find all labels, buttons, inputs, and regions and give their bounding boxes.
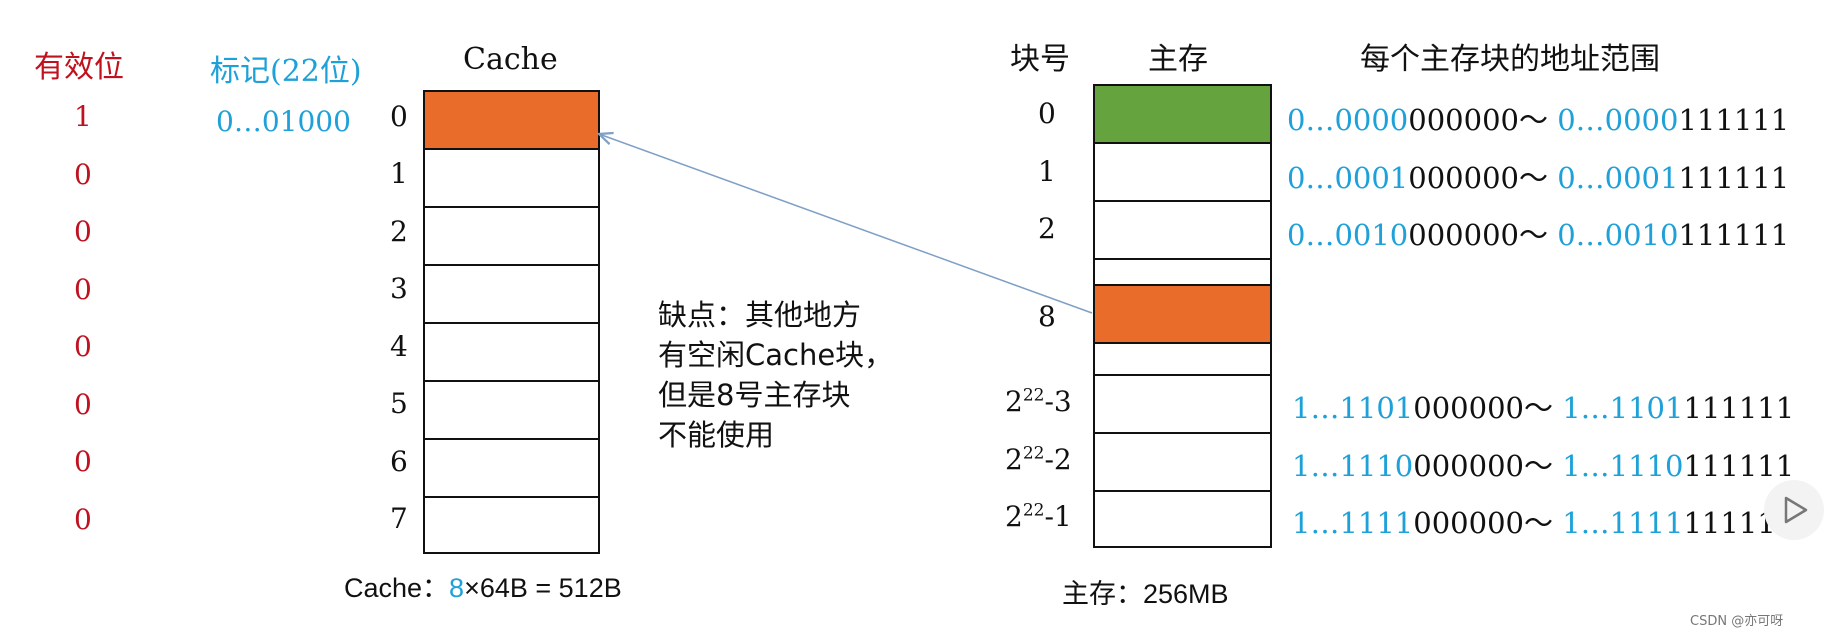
mem-block [1093, 142, 1272, 202]
tag-value: 0…01000 [216, 105, 351, 138]
address-range: 0…0001000000～ 0…0001111111 [1287, 161, 1790, 195]
cache-size-caption: Cache：8×64B = 512B [344, 573, 622, 603]
address-range: 0…0000000000～ 0…0000111111 [1287, 103, 1790, 137]
note-line: 缺点：其他地方 [658, 298, 862, 332]
valid-bit: 0 [74, 273, 92, 306]
valid-bit: 0 [74, 445, 92, 478]
mem-block-label: 0 [1038, 97, 1056, 130]
block-number-header: 块号 [1010, 42, 1070, 77]
mem-block-0 [1093, 84, 1272, 144]
mem-block-gap [1093, 258, 1272, 286]
cache-line [423, 380, 600, 440]
cache-line-number: 7 [390, 502, 408, 535]
cache-line-number: 5 [390, 387, 408, 420]
valid-bit-header: 有效位 [34, 50, 124, 85]
address-range-header: 每个主存块的地址范围 [1360, 42, 1660, 77]
valid-bit: 1 [74, 100, 92, 133]
main-memory-size-caption: 主存：256MB [1062, 579, 1229, 609]
watermark: CSDN @亦可呀 [1690, 614, 1784, 629]
address-range: 1…1101000000～ 1…1101111111 [1292, 391, 1795, 425]
mem-block-label: 222-3 [1005, 385, 1072, 418]
cache-line-number: 0 [390, 100, 408, 133]
cache-line [423, 438, 600, 498]
mem-block-label: 222-2 [1005, 443, 1072, 476]
cache-line-0-occupied [423, 90, 600, 150]
drawback-note: 缺点：其他地方 有空闲Cache块， 但是8号主存块 不能使用 [658, 295, 893, 455]
cache-line-number: 1 [390, 157, 408, 190]
play-button[interactable] [1764, 480, 1824, 540]
mem-block-label: 222-1 [1005, 500, 1072, 533]
main-memory-header: 主存 [1148, 42, 1208, 77]
note-line: 但是8号主存块 [658, 378, 851, 412]
mem-block-gap [1093, 342, 1272, 376]
cache-line [423, 264, 600, 324]
valid-bit: 0 [74, 158, 92, 191]
cache-line-number: 2 [390, 215, 408, 248]
mem-block [1093, 374, 1272, 434]
mem-block-8 [1093, 284, 1272, 344]
note-line: 有空闲Cache块， [658, 338, 894, 372]
cache-header: Cache [463, 42, 558, 77]
cache-line [423, 496, 600, 554]
mem-block [1093, 432, 1272, 492]
valid-bit: 0 [74, 503, 92, 536]
note-line: 不能使用 [658, 418, 775, 452]
mem-block [1093, 200, 1272, 260]
address-range: 1…1110000000～ 1…1110111111 [1292, 449, 1795, 483]
cache-line-number: 6 [390, 445, 408, 478]
valid-bit: 0 [74, 330, 92, 363]
cache-line-number: 4 [390, 330, 408, 363]
cache-line-number: 3 [390, 272, 408, 305]
mem-block-label: 1 [1038, 155, 1056, 188]
tag-header: 标记(22位) [210, 54, 362, 89]
play-icon [1784, 496, 1808, 524]
cache-line [423, 148, 600, 208]
valid-bit: 0 [74, 388, 92, 421]
valid-bit: 0 [74, 215, 92, 248]
mem-block [1093, 490, 1272, 548]
address-range: 0…0010000000～ 0…0010111111 [1287, 218, 1790, 252]
mem-block-label: 2 [1038, 212, 1056, 245]
address-range: 1…1111000000～ 1…1111111111 [1292, 506, 1795, 540]
mem-block-label: 8 [1038, 300, 1056, 333]
